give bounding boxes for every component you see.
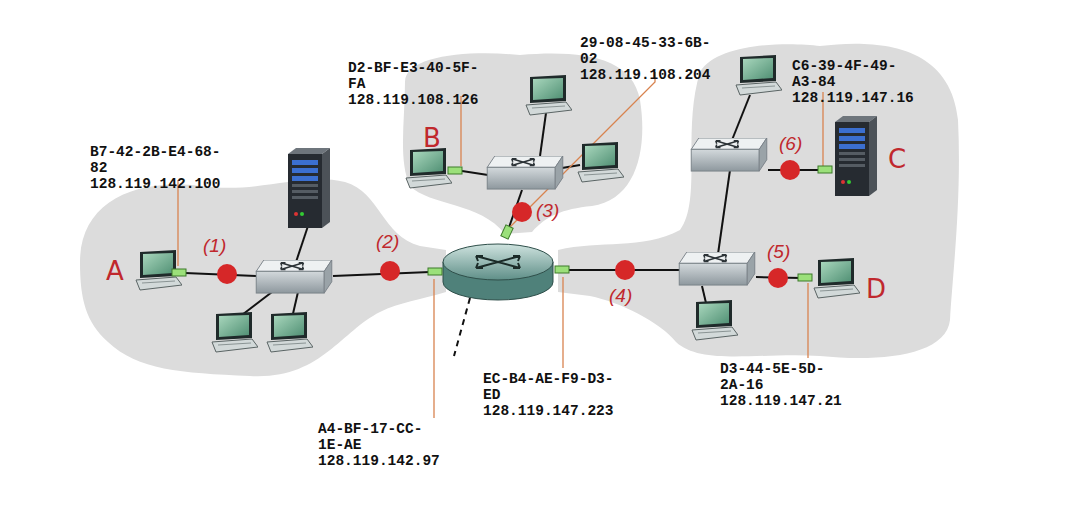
link-switch [487,156,563,189]
address-label-box: C6-39-4F-49-A3-84 128.119.147.16 [792,58,914,106]
host-node: A [106,258,124,284]
callout-number: (4) [609,286,632,305]
address-label: C6-39-4F-49-A3-84 128.119.147.16 [792,58,914,106]
address-label: A4-BF-17-CC-1E-AE 128.119.142.97 [318,421,440,469]
link-switch [679,252,755,285]
observation-dot [217,160,800,288]
host-laptop [578,142,624,182]
address-label-box: D3-44-5E-5D-2A-16 128.119.147.21 [720,361,842,409]
address-label-box: EC-B4-AE-F9-D3-ED 128.119.147.223 [483,371,614,419]
address-label: D3-44-5E-5D-2A-16 128.119.147.21 [720,361,842,409]
link-switch [256,260,332,293]
host-node: C [888,146,907,172]
host-laptop [692,300,738,340]
callout-number: (2) [376,232,399,251]
host-laptop [212,312,258,352]
callout-number-box: (6) [779,134,802,153]
address-label: D2-BF-E3-40-5F-FA 128.119.108.126 [348,60,479,108]
server [835,116,877,196]
host-node: B [423,125,441,151]
callout-number-box: (1) [203,236,226,255]
dashed-link [454,298,470,356]
address-label-box: B7-42-2B-E4-68-82 128.119.142.100 [90,144,221,192]
subnet-area [80,179,446,376]
callout-number-box: (5) [767,242,790,261]
host-letter: A [106,258,124,284]
link-switch [691,138,767,171]
host-laptop [814,258,860,298]
address-label-box: D2-BF-E3-40-5F-FA 128.119.108.126 [348,60,479,108]
callout-number: (3) [536,201,559,220]
callout-number-box: (2) [376,232,399,251]
host-letter: B [423,125,441,151]
server [288,148,330,228]
interface-card [172,166,832,281]
callout-number-box: (3) [536,201,559,220]
address-label-box: A4-BF-17-CC-1E-AE 128.119.142.97 [318,421,440,469]
subnet-area [558,44,959,358]
address-label-box: 29-08-45-33-6B-02 128.119.108.204 [580,35,711,83]
host-letter: D [866,276,887,302]
address-label: B7-42-2B-E4-68-82 128.119.142.100 [90,144,221,192]
router [443,244,553,300]
callout-number: (6) [779,134,802,153]
host-laptop [406,148,452,188]
address-label: EC-B4-AE-F9-D3-ED 128.119.147.223 [483,371,614,419]
host-node: D [866,276,887,302]
callout-number-box: (4) [609,286,632,305]
network-links [185,95,822,318]
address-label: 29-08-45-33-6B-02 128.119.108.204 [580,35,711,83]
callout-number: (1) [203,236,226,255]
host-letter: C [888,146,907,172]
host-laptop [526,75,572,115]
host-laptop [267,312,313,352]
host-laptop [736,55,782,95]
callout-number: (5) [767,242,790,261]
